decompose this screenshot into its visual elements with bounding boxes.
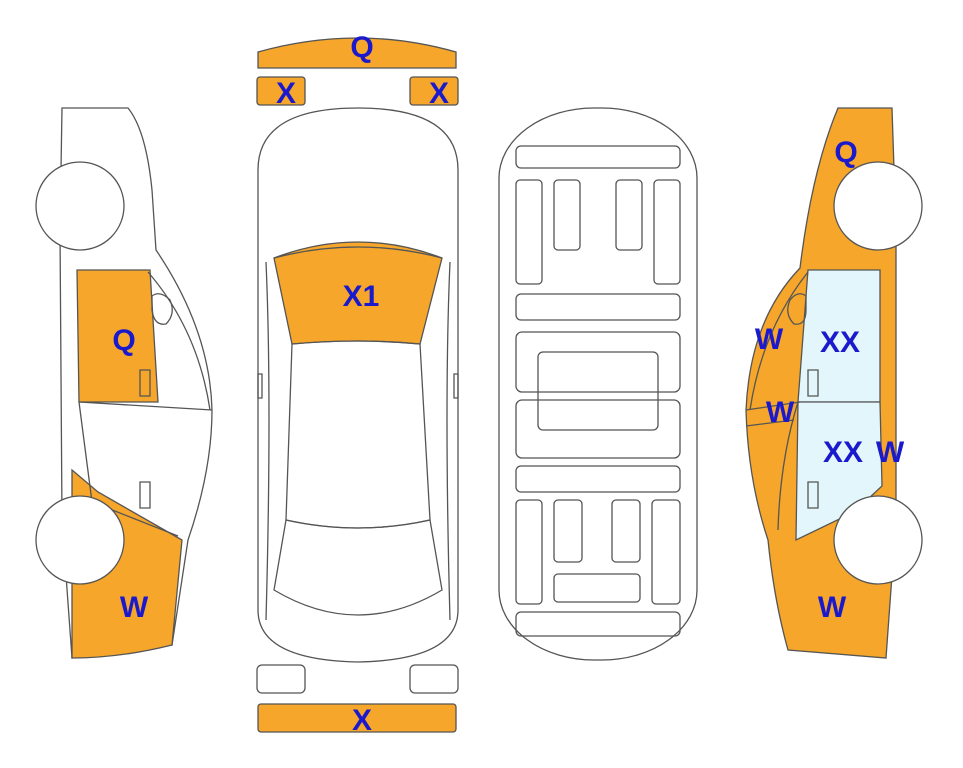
right-a-pillar-line bbox=[745, 401, 801, 411]
top-body-outline bbox=[257, 107, 459, 663]
label-right-c-pillar: W bbox=[876, 436, 905, 469]
label-rear-bumper: X bbox=[352, 704, 372, 737]
top-hood-line bbox=[273, 246, 443, 259]
label-right-rear-door: XX bbox=[823, 436, 863, 469]
right-door-inner-line bbox=[777, 401, 799, 531]
front-left-light-panel bbox=[256, 76, 306, 106]
left-mirror bbox=[151, 293, 173, 325]
label-right-front-door: XX bbox=[820, 326, 860, 359]
underbody-crossmember-1 bbox=[515, 293, 681, 321]
right-side-view: Q W XX W XX W W bbox=[745, 107, 923, 659]
label-front-right-light: X bbox=[429, 77, 449, 110]
top-left-side-line bbox=[265, 261, 270, 621]
right-front-wheel bbox=[833, 161, 923, 251]
underbody-rear-bar bbox=[515, 611, 681, 637]
left-side-view: Q W bbox=[35, 107, 213, 659]
label-right-rear-quarter: W bbox=[818, 591, 847, 624]
underbody-rear-right-rail bbox=[651, 499, 681, 605]
rear-left-light bbox=[256, 664, 306, 694]
left-front-wheel bbox=[35, 161, 125, 251]
underbody-front-right-box bbox=[615, 179, 643, 251]
top-view: Q X X X1 X bbox=[256, 31, 459, 737]
underbody-rear-left-rail bbox=[515, 499, 543, 605]
label-right-a-pillar: W bbox=[755, 323, 784, 356]
top-rear-window bbox=[273, 519, 443, 616]
right-mirror bbox=[787, 293, 807, 325]
rear-bumper-panel bbox=[257, 703, 457, 733]
label-right-front-fender: Q bbox=[834, 136, 857, 169]
label-left-front-door: Q bbox=[112, 324, 135, 357]
underbody-outline bbox=[498, 107, 698, 661]
underbody-crossmember-2 bbox=[515, 465, 681, 493]
right-rear-handle bbox=[807, 481, 819, 509]
right-front-handle bbox=[807, 369, 819, 397]
label-front-bumper: Q bbox=[350, 31, 373, 64]
underbody-mid-frame-1 bbox=[515, 331, 681, 393]
underbody-front-bar bbox=[515, 145, 681, 169]
underbody-center-panel bbox=[537, 351, 659, 431]
underbody-mid-frame-2 bbox=[515, 399, 681, 459]
label-left-rear-quarter: W bbox=[120, 591, 149, 624]
underbody-front-right-rail bbox=[653, 179, 681, 285]
left-front-handle bbox=[139, 369, 151, 397]
left-rear-handle bbox=[139, 481, 151, 509]
label-right-sill: W bbox=[766, 396, 795, 429]
underbody-rear-left-box bbox=[553, 499, 583, 563]
label-front-left-light: X bbox=[276, 77, 296, 110]
front-right-light-panel bbox=[409, 76, 459, 106]
left-rear-wheel bbox=[35, 495, 125, 585]
left-door-split bbox=[78, 401, 213, 411]
top-right-side-line bbox=[446, 261, 451, 621]
left-window-line bbox=[147, 271, 211, 411]
top-left-mirror bbox=[257, 373, 263, 399]
underbody-rear-right-box bbox=[611, 499, 641, 563]
rear-right-light bbox=[409, 664, 459, 694]
right-a-pillar-lower bbox=[745, 419, 795, 427]
right-rear-wheel bbox=[833, 495, 923, 585]
underbody-rear-center-box bbox=[553, 573, 641, 603]
front-bumper-panel bbox=[257, 37, 457, 69]
right-window-line bbox=[749, 271, 809, 411]
label-windshield: X1 bbox=[343, 280, 380, 313]
top-right-mirror bbox=[453, 373, 459, 399]
underbody-front-left-rail bbox=[515, 179, 543, 285]
underbody-front-left-box bbox=[553, 179, 581, 251]
underbody-view bbox=[498, 107, 698, 661]
left-front-door-panel bbox=[76, 269, 159, 403]
